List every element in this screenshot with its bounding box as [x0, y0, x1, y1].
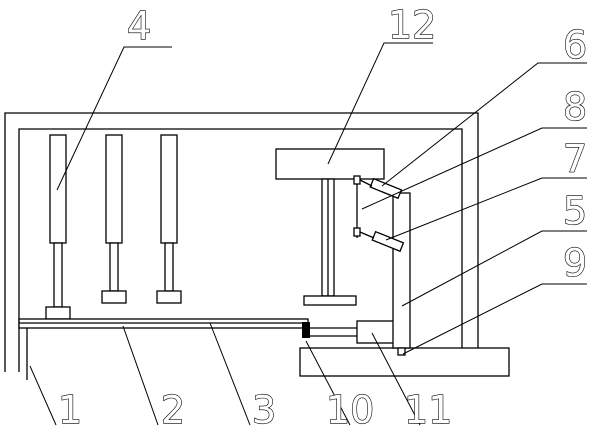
callout-2: 2: [161, 388, 185, 432]
callout-4: 4: [127, 4, 151, 48]
callout-9: 9: [563, 241, 587, 285]
upper-assembly: [275, 148, 385, 306]
small-foot: [397, 347, 406, 356]
actuator-middle: [101, 134, 127, 304]
callout-10: 10: [326, 388, 374, 432]
clamp-mechanism: [353, 175, 405, 253]
slide-block: [310, 320, 396, 344]
callout-3: 3: [252, 388, 276, 432]
actuator-right: [156, 134, 182, 304]
callout-numbers: 4 12 6 8 7 5 9 1 2 3 10 11: [57, 2, 587, 432]
callout-1: 1: [58, 388, 82, 432]
callout-11: 11: [404, 388, 452, 432]
actuator-left: [45, 134, 71, 320]
outer-frame: [4, 112, 479, 372]
vertical-column: [392, 192, 411, 349]
callout-7: 7: [563, 137, 587, 181]
callout-5: 5: [563, 189, 587, 233]
callout-8: 8: [563, 85, 587, 129]
joint-block: [302, 322, 310, 338]
callout-12: 12: [388, 3, 436, 47]
leader-lines: [29, 42, 587, 426]
table-plate: [18, 318, 309, 380]
callout-6: 6: [563, 23, 587, 67]
